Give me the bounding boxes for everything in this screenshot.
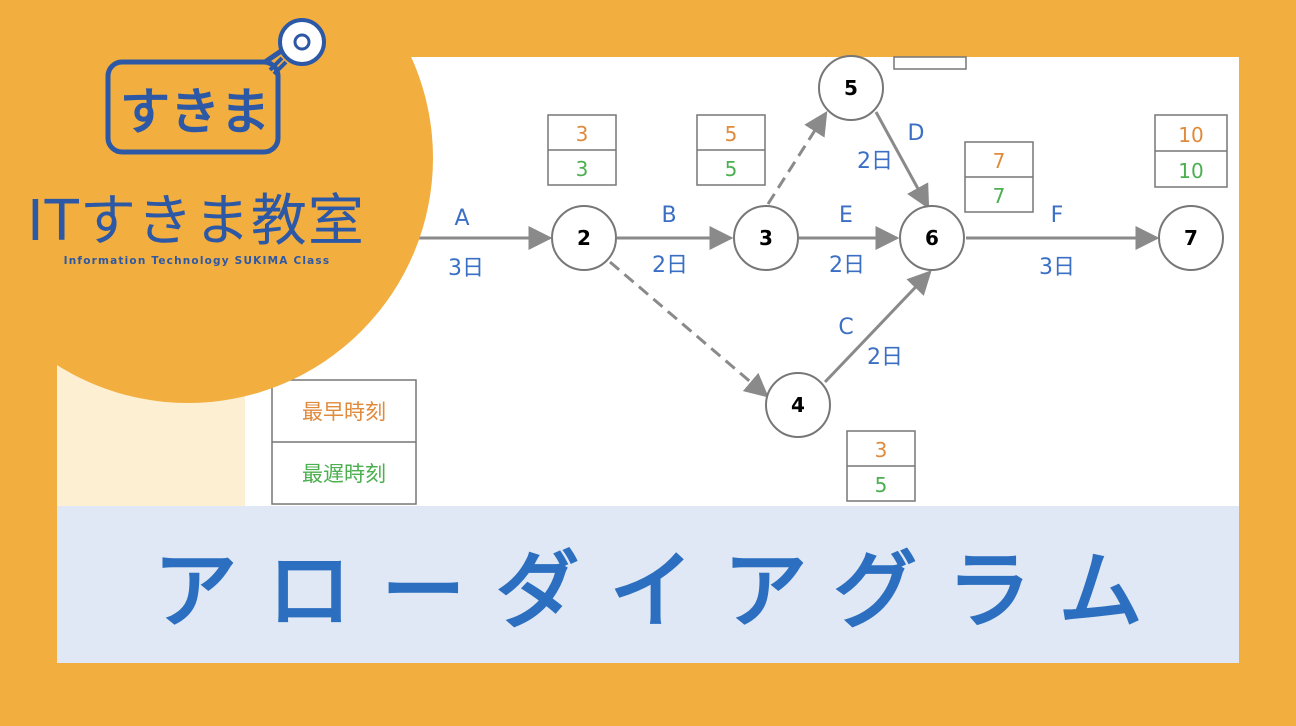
activity-e-duration: 2日 [829,253,865,278]
banner-title: アローダイアグラム [153,542,1173,640]
activity-f-duration: 3日 [1039,255,1075,280]
legend-latest: 最遅時刻 [302,462,386,486]
activity-d-name: D [908,121,925,146]
logo-frame [105,59,281,155]
node-2: 2 [551,205,617,271]
arrow-d [874,111,930,210]
node-5-label: 5 [844,76,858,100]
earliest-time: 3 [875,438,888,462]
node-6-label: 6 [925,226,939,250]
activity-e-name: E [839,203,853,228]
activity-d-duration: 2日 [857,149,893,174]
activity-a-duration: 3日 [448,256,484,281]
node-4: 4 [765,372,831,438]
latest-time: 5 [875,473,888,497]
logo-subtitle: Information Technology SUKIMA Class [63,255,331,267]
time-box-node-6: 7 7 [964,141,1034,213]
time-box-node-5-cropped [893,56,967,70]
node-5: 5 [818,55,884,121]
time-box-node-7: 10 10 [1154,114,1228,188]
dummy-arrow-2-4 [609,260,769,398]
logo-title: ITすきま教室 [27,189,365,254]
activity-a-name: A [454,206,469,231]
time-box-node-2: 3 3 [547,114,617,186]
activity-labels: A 3日 B 2日 E 2日 D 2日 C 2日 F 3日 [448,121,1075,370]
time-box-node-4: 3 5 [846,430,916,502]
activity-c-name: C [838,315,853,340]
latest-time: 10 [1178,159,1203,183]
time-box-node-3: 5 5 [696,114,766,186]
activity-b-duration: 2日 [652,253,688,278]
earliest-time: 7 [993,149,1006,173]
earliest-time: 10 [1178,123,1203,147]
node-7: 7 [1158,205,1224,271]
node-4-label: 4 [791,393,805,417]
lightbulb-icon [268,18,326,76]
node-3: 3 [733,205,799,271]
legend: 最早時刻 最遅時刻 [271,379,417,505]
node-6: 6 [899,205,965,271]
node-3-label: 3 [759,226,773,250]
latest-time: 3 [576,157,589,181]
logo-mark: すきま [120,83,270,141]
node-7-label: 7 [1184,226,1198,250]
time-boxes: 3 3 5 5 7 7 10 10 3 5 [547,56,1228,502]
activity-b-name: B [661,203,676,228]
legend-earliest: 最早時刻 [302,400,386,424]
nodes: 2 3 4 5 6 7 [551,55,1224,438]
node-2-label: 2 [577,226,591,250]
logo-badge [0,0,433,403]
latest-time: 7 [993,184,1006,208]
arrow-c [823,270,932,384]
activity-c-duration: 2日 [867,345,903,370]
earliest-time: 3 [576,122,589,146]
earliest-time: 5 [725,122,738,146]
activity-f-name: F [1051,203,1064,228]
latest-time: 5 [725,157,738,181]
title-banner [57,506,1239,663]
